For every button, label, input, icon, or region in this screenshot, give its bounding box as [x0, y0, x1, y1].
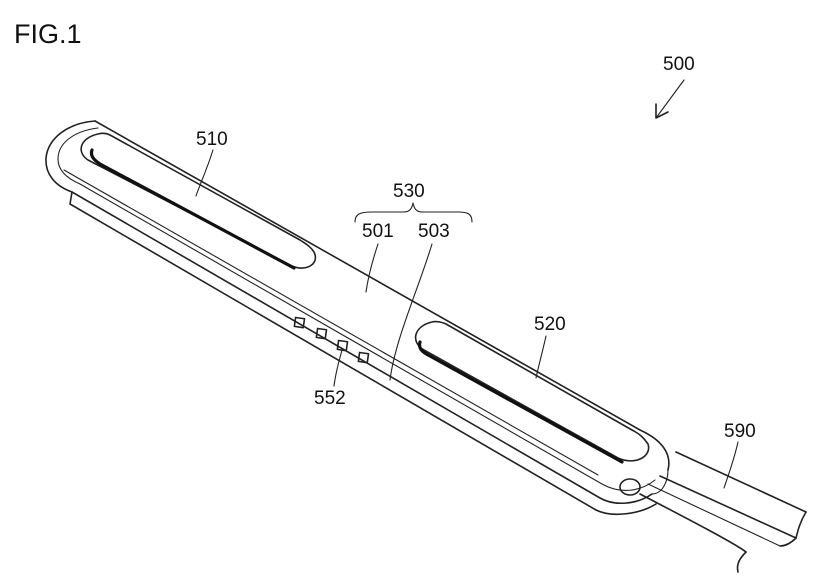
cable-top-edge [675, 451, 807, 513]
device-strip [45, 120, 670, 516]
sensor-array-552 [293, 316, 370, 364]
leader-501 [365, 243, 379, 293]
sensor-square [293, 316, 306, 329]
strip-bottom-edge [69, 191, 657, 516]
window-520 [414, 320, 650, 464]
leader-552 [333, 349, 343, 387]
cable-entry-hole [619, 478, 641, 496]
cable-590 [619, 451, 807, 573]
figure-title: FIG.1 [14, 19, 82, 49]
arrow-500-head [655, 103, 669, 119]
label-503: 503 [418, 221, 450, 242]
strip-inner-rim [57, 127, 656, 491]
label-552: 552 [314, 388, 346, 409]
strip-bevel-line [63, 169, 599, 476]
leader-lines [195, 79, 739, 489]
strip-end-curve [651, 469, 669, 495]
leader-520 [535, 335, 547, 379]
leader-510 [195, 149, 214, 197]
window-520-outer [414, 320, 650, 462]
leader-590 [723, 441, 739, 489]
arrow-500-shaft [655, 79, 685, 119]
label-501: 501 [362, 221, 394, 242]
strip-top-back-edge [94, 120, 670, 471]
label-510: 510 [196, 129, 228, 150]
cable-inner-edge [647, 483, 781, 547]
label-530: 530 [393, 181, 425, 202]
cable-break-end [736, 551, 747, 573]
window-510 [80, 132, 317, 270]
label-500: 500 [663, 54, 695, 75]
brace-530 [354, 202, 473, 223]
window-520-inner [417, 340, 624, 464]
sensor-square [357, 351, 370, 364]
sensor-square [315, 327, 328, 340]
label-590: 590 [724, 421, 756, 442]
cable-break-line [779, 511, 807, 547]
window-510-outer [80, 132, 317, 269]
cable-bottom-edge [639, 493, 747, 553]
window-510-inner [89, 148, 296, 270]
cable-mid-edge [659, 475, 797, 539]
label-520: 520 [534, 314, 566, 335]
leader-503 [389, 243, 433, 381]
strip-outer-edge [45, 120, 653, 504]
